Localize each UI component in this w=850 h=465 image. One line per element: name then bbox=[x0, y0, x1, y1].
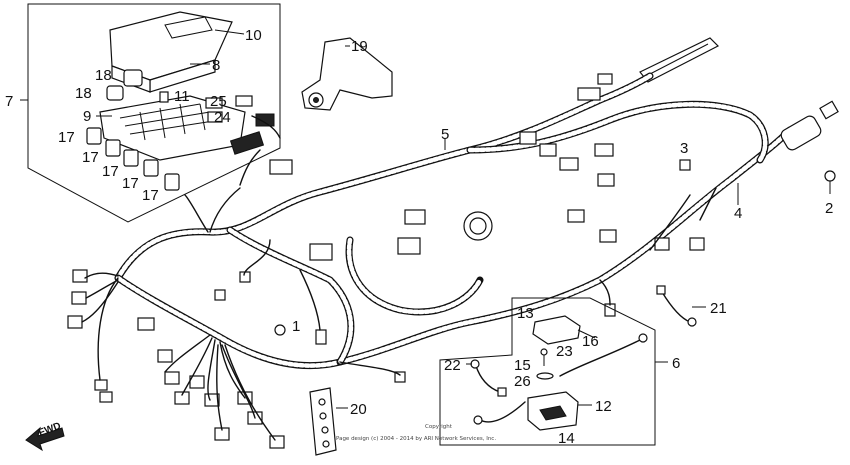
harness-connectors[interactable] bbox=[269, 73, 705, 261]
switch-20[interactable] bbox=[309, 387, 337, 456]
callout-13: 13 bbox=[517, 305, 534, 322]
fwd-arrow: FWD bbox=[25, 421, 65, 452]
callout-4: 4 bbox=[734, 205, 742, 222]
copyright-line-2: Page design (c) 2004 - 2014 by ARI Netwo… bbox=[336, 436, 496, 442]
part-1[interactable] bbox=[274, 324, 286, 336]
callout-17-a: 17 bbox=[58, 129, 75, 146]
relay-17-b[interactable] bbox=[105, 139, 121, 157]
connector-25[interactable] bbox=[205, 95, 253, 109]
callout-12: 12 bbox=[595, 398, 612, 415]
fuse-box-cover[interactable] bbox=[109, 11, 233, 93]
callout-2: 2 bbox=[825, 200, 833, 217]
callout-22: 22 bbox=[444, 357, 461, 374]
fuse-box-group-outline bbox=[27, 3, 281, 223]
lead-22[interactable] bbox=[470, 359, 507, 397]
callout-17-c: 17 bbox=[102, 163, 119, 180]
lead-21[interactable] bbox=[656, 285, 697, 327]
callout-18-bottom: 18 bbox=[75, 85, 92, 102]
connector-24[interactable] bbox=[207, 111, 275, 127]
callout-17-b: 17 bbox=[82, 149, 99, 166]
callout-14: 14 bbox=[558, 430, 575, 447]
relay-17-e[interactable] bbox=[164, 173, 180, 191]
callout-18-top: 18 bbox=[95, 67, 112, 84]
cable-6[interactable] bbox=[473, 333, 648, 425]
part-3[interactable] bbox=[679, 159, 691, 171]
fuse-11[interactable] bbox=[159, 91, 169, 103]
callout-9: 9 bbox=[83, 108, 91, 125]
callout-8: 8 bbox=[212, 57, 220, 74]
connector-12[interactable] bbox=[527, 391, 579, 431]
callout-10-leader bbox=[214, 29, 245, 35]
bracket-19[interactable] bbox=[301, 37, 393, 111]
callout-16-leader bbox=[577, 329, 596, 339]
relay-18-lower[interactable] bbox=[106, 85, 124, 101]
branch-wires bbox=[81, 115, 717, 441]
callout-17-e: 17 bbox=[142, 187, 159, 204]
relay-17-d[interactable] bbox=[143, 159, 159, 177]
callout-25: 25 bbox=[210, 93, 227, 110]
relay-17-a[interactable] bbox=[86, 127, 102, 145]
callout-6: 6 bbox=[672, 355, 680, 372]
sub-assembly-6-outline bbox=[439, 297, 656, 446]
callout-11: 11 bbox=[174, 88, 190, 105]
callout-17-d: 17 bbox=[122, 175, 139, 192]
callout-5: 5 bbox=[441, 126, 449, 143]
callout-1: 1 bbox=[292, 318, 300, 335]
callout-7: 7 bbox=[5, 93, 13, 110]
left-side-connectors[interactable] bbox=[67, 269, 616, 449]
callout-20: 20 bbox=[350, 401, 367, 418]
callout-23: 23 bbox=[556, 343, 573, 360]
callout-16: 16 bbox=[582, 333, 599, 350]
callout-24: 24 bbox=[214, 109, 231, 126]
callout-3: 3 bbox=[680, 140, 688, 157]
callout-26: 26 bbox=[514, 373, 531, 390]
part-2[interactable] bbox=[824, 170, 836, 194]
relay-18-upper[interactable] bbox=[123, 69, 143, 87]
washer-26[interactable] bbox=[536, 372, 554, 380]
callout-21: 21 bbox=[710, 300, 727, 317]
ignition-switch-connector[interactable] bbox=[779, 100, 839, 152]
bolt-23[interactable] bbox=[540, 348, 548, 366]
callout-10: 10 bbox=[245, 27, 262, 44]
relay-17-c[interactable] bbox=[123, 149, 139, 167]
callout-15: 15 bbox=[514, 357, 531, 374]
copyright-line-1: Copyright bbox=[425, 424, 453, 430]
callout-19: 19 bbox=[351, 38, 368, 55]
connector-13[interactable] bbox=[532, 315, 581, 345]
